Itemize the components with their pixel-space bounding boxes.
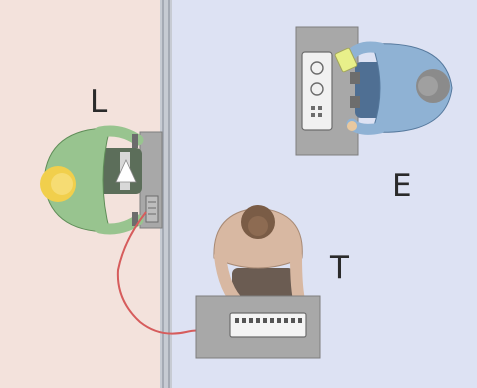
label-experimenter: E — [392, 168, 412, 204]
shock-generator — [230, 313, 306, 337]
label-teacher: T — [329, 250, 350, 286]
control-panel — [302, 52, 332, 130]
learner-chair — [140, 132, 162, 228]
label-learner: L — [90, 84, 108, 120]
